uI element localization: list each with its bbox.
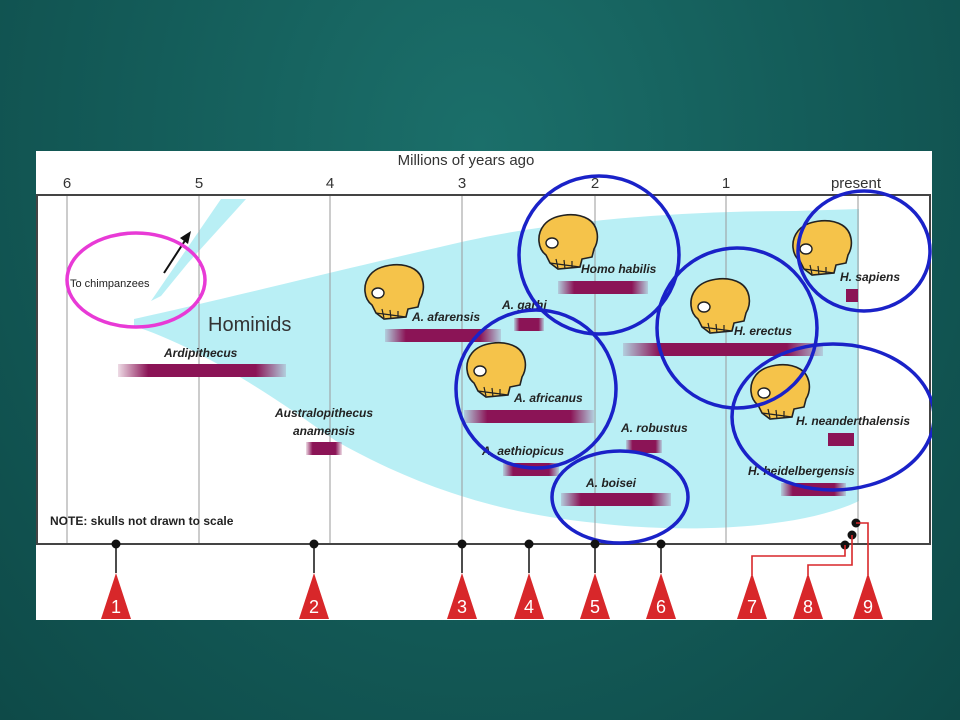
africanus-highlight-circle — [454, 308, 618, 470]
marker-2 — [299, 573, 329, 619]
label-anamensis: anamensis — [293, 424, 355, 438]
label-aethiopicus: A. aethiopicus — [481, 444, 564, 458]
boisei-highlight-circle — [550, 449, 690, 545]
label-neanderthalensis: H. neanderthalensis — [796, 414, 910, 428]
tick-5: 5 — [195, 175, 203, 192]
arrow-head-icon — [180, 231, 191, 244]
marker-stems — [115, 544, 662, 573]
bar-erectus — [623, 343, 823, 356]
marker-label-5: 5 — [590, 597, 600, 617]
hominids-label: Hominids — [208, 314, 291, 336]
marker-label-9: 9 — [863, 597, 873, 617]
note-label: NOTE: skulls not drawn to scale — [50, 514, 234, 528]
habilis-highlight-circle — [517, 174, 681, 336]
label-africanus: A. africanus — [513, 391, 583, 405]
tick-present: present — [831, 175, 882, 192]
label-erectus: H. erectus — [734, 324, 792, 338]
tick-2: 2 — [591, 175, 599, 192]
marker-8 — [793, 573, 823, 619]
marker-6 — [646, 573, 676, 619]
marker-7 — [737, 573, 767, 619]
tick-4: 4 — [326, 175, 334, 192]
tick-1: 1 — [722, 175, 730, 192]
bar-robustus — [626, 440, 662, 453]
label-australopithecus: Australopithecus — [274, 406, 373, 420]
bar-neanderthalensis — [828, 433, 854, 446]
marker-label-8: 8 — [803, 597, 813, 617]
red-connectors — [751, 522, 869, 575]
species-bars — [118, 281, 858, 506]
label-sapiens: H. sapiens — [840, 270, 900, 284]
erectus-highlight-circle — [655, 246, 819, 410]
marker-label-4: 4 — [524, 597, 534, 617]
bar-garhi — [514, 318, 544, 331]
marker-1 — [101, 573, 131, 619]
bar-boisei — [561, 493, 671, 506]
marker-label-2: 2 — [309, 597, 319, 617]
tick-6: 6 — [63, 175, 71, 192]
label-ardipithecus: Ardipithecus — [163, 346, 238, 360]
bar-sapiens — [846, 289, 858, 302]
chimp-label: To chimpanzees — [70, 278, 150, 290]
marker-label-1: 1 — [111, 597, 121, 617]
axis-title: Millions of years ago — [398, 152, 535, 169]
marker-label-3: 3 — [457, 597, 467, 617]
bar-africanus — [464, 410, 594, 423]
marker-label-7: 7 — [747, 597, 757, 617]
chimp-highlight-circle — [65, 231, 207, 329]
label-habilis: Homo habilis — [581, 262, 657, 276]
tick-3: 3 — [458, 175, 466, 192]
bar-habilis — [558, 281, 648, 294]
marker-9 — [853, 573, 883, 619]
label-afarensis: A. afarensis — [411, 310, 480, 324]
timeline-panel: Millions of years ago 6 5 4 3 2 1 presen… — [36, 151, 936, 620]
hominid-timeline-diagram: Millions of years ago 6 5 4 3 2 1 presen… — [36, 152, 936, 619]
bar-ardipithecus — [118, 364, 286, 377]
sapiens-highlight-circle — [796, 189, 932, 313]
marker-label-6: 6 — [656, 597, 666, 617]
marker-5 — [580, 573, 610, 619]
label-robustus: A. robustus — [620, 421, 688, 435]
bar-anamensis — [306, 442, 342, 455]
marker-4 — [514, 573, 544, 619]
marker-3 — [447, 573, 477, 619]
label-boisei: A. boisei — [585, 476, 637, 490]
label-heidelbergensis: H. heidelbergensis — [748, 464, 855, 478]
markers — [101, 573, 883, 619]
